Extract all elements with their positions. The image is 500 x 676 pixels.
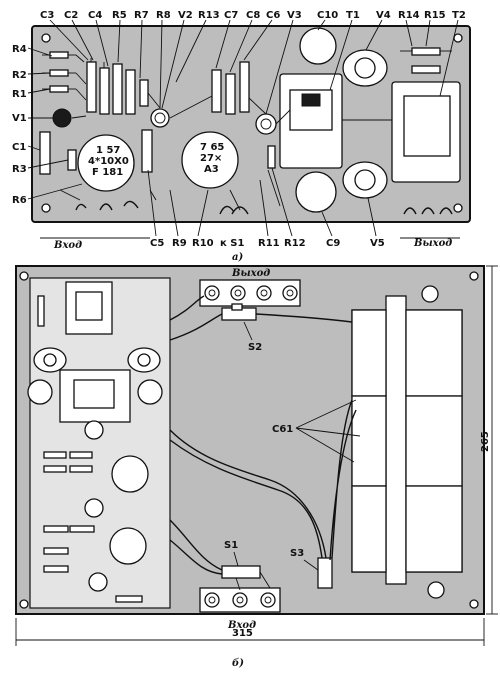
label-r7: R7	[134, 10, 149, 21]
label-c6: C6	[266, 10, 280, 21]
figure-a-left-labels: R4 R2 R1 V1 C1 R3 R6	[12, 44, 83, 206]
label-s1: S1	[224, 540, 238, 551]
tube2-text-1: 7 65	[200, 142, 224, 153]
tube2-text-2: 27×	[200, 153, 222, 164]
caption-b: б)	[232, 658, 244, 669]
label-r6: R6	[12, 195, 27, 206]
figure-b-labels: Выход S2 C61 S1 S3 Вход	[224, 268, 361, 631]
label-r3: R3	[12, 164, 27, 175]
label-r15: R15	[424, 10, 446, 21]
label-c10: C10	[317, 10, 338, 21]
label-r5: R5	[112, 10, 127, 21]
label-c9: C9	[326, 238, 340, 249]
label-r12: R12	[284, 238, 306, 249]
label-r1: R1	[12, 89, 27, 100]
figure-a-bottom-labels: Вход C5 R9 R10 к S1 R11 R12 C9 V5 Выход …	[40, 167, 460, 263]
caption-a: а)	[232, 252, 243, 263]
label-v2: V2	[178, 10, 193, 21]
output-label-b: Выход	[231, 268, 270, 279]
label-c2: C2	[64, 10, 78, 21]
label-c3: C3	[40, 10, 54, 21]
dimension-lines: 315 265 б)	[15, 265, 498, 669]
label-c8: C8	[246, 10, 260, 21]
figure-a-top-labels: C3 C2 C4 R5 R7 R8 V2 R13 C7 C8 C6 V3 C10…	[40, 10, 466, 115]
height-dimension: 265	[480, 431, 491, 452]
label-c1: C1	[12, 142, 26, 153]
label-c4: C4	[88, 10, 102, 21]
label-r10: R10	[192, 238, 214, 249]
label-r13: R13	[198, 10, 220, 21]
input-label-b: Вход	[227, 620, 256, 631]
label-r14: R14	[398, 10, 420, 21]
label-r8: R8	[156, 10, 171, 21]
label-r11: R11	[258, 238, 280, 249]
tube1-text-1: 1 57	[96, 145, 120, 156]
label-v5: V5	[370, 238, 385, 249]
label-v3: V3	[287, 10, 302, 21]
tube1-text-3: F 181	[92, 167, 123, 178]
label-c7: C7	[224, 10, 238, 21]
figure-a-board: 1 57 4*10X0 F 181 7 65 27× A3	[31, 25, 471, 223]
label-t1: T1	[346, 10, 360, 21]
input-label-a: Вход	[53, 240, 82, 251]
width-dimension: 315	[232, 628, 253, 639]
label-s3: S3	[290, 548, 304, 559]
label-k-s1: к S1	[220, 238, 244, 249]
output-label-a: Выход	[413, 238, 452, 249]
label-v1: V1	[12, 113, 27, 124]
label-c5: C5	[150, 238, 164, 249]
figure-b-chassis	[15, 265, 485, 615]
label-c61: C61	[272, 424, 293, 435]
label-v4: V4	[376, 10, 391, 21]
tube2-text-3: A3	[204, 164, 219, 175]
label-r4: R4	[12, 44, 27, 55]
label-t2: T2	[452, 10, 466, 21]
label-r9: R9	[172, 238, 187, 249]
label-s2: S2	[248, 342, 262, 353]
tube1-text-2: 4*10X0	[88, 156, 129, 167]
label-r2: R2	[12, 70, 27, 81]
